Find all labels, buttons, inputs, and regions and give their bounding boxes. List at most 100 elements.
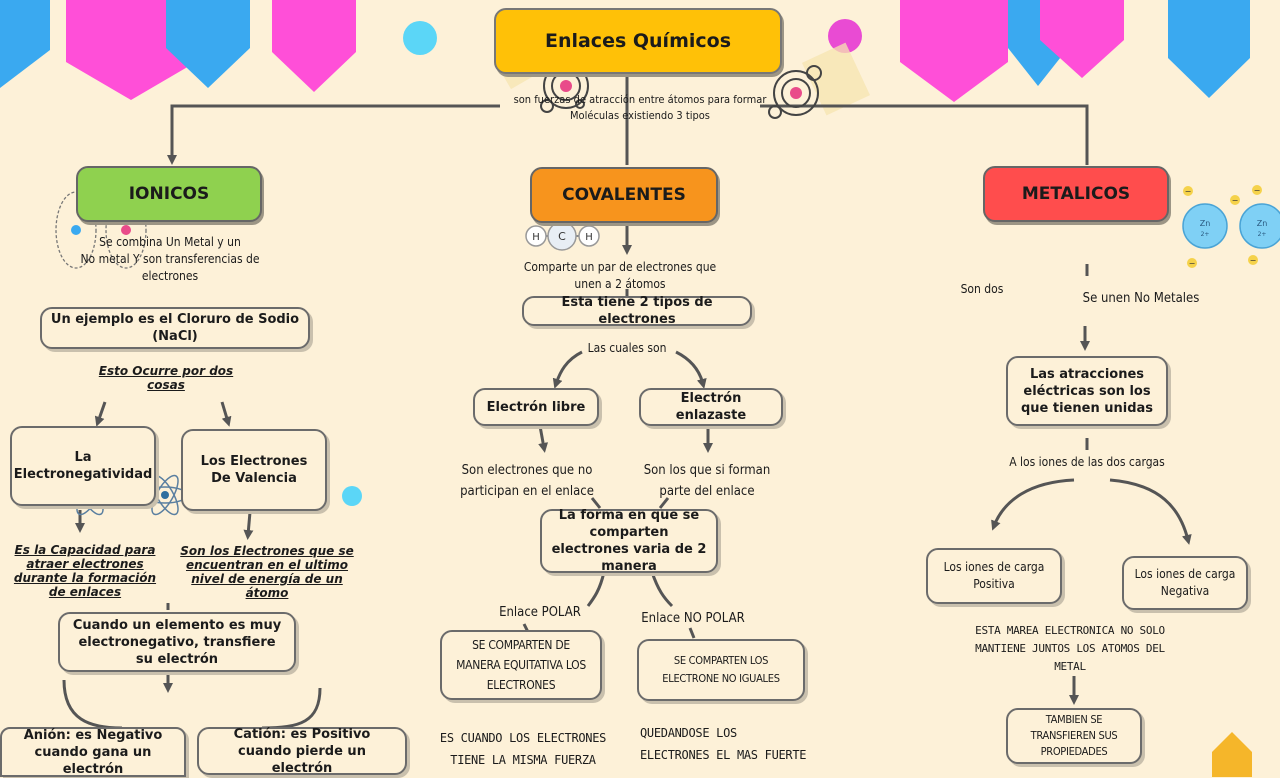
nopolar-box-text: SE COMPARTEN LOS ELECTRONE NO IGUALES xyxy=(662,654,780,685)
ion-a-charge: 2+ xyxy=(1201,231,1210,238)
covalentes-header: COVALENTES xyxy=(530,167,718,223)
arrow-valencia-def xyxy=(243,511,254,540)
negativa-text: Los iones de carga Negativa xyxy=(1134,567,1236,598)
atom-icon-title-right xyxy=(768,65,822,119)
arrow-ion-occurs-right xyxy=(220,401,232,427)
ionicos-example-text: Un ejemplo es el Cloruro de Sodio (NaCl) xyxy=(50,312,300,344)
banner-blue-1 xyxy=(0,0,50,88)
ionicos-header-label: IONICOS xyxy=(128,184,210,204)
tambien-text: TAMBIEN SE TRANSFIEREN SUS PROPIEDADES xyxy=(1030,713,1118,758)
connector-top-left xyxy=(167,104,500,165)
ionicos-occurs: Esto Ocurre por dos cosas xyxy=(98,364,234,392)
banner-pink-3 xyxy=(900,0,1008,102)
no-metales: Se unen No Metales xyxy=(1082,291,1200,306)
ionicos-desc: Se combina Un Metal y un No metal Y son … xyxy=(72,234,268,285)
arrow-cuales-right xyxy=(675,350,707,389)
connectors xyxy=(62,76,1192,730)
nopolar-label: Enlace NO POLAR xyxy=(641,611,745,626)
forma-text: La forma en que se comparten electrones … xyxy=(551,508,707,574)
arrow-iones-right xyxy=(1109,478,1192,545)
polar-def-line-1: ES CUANDO LOS ELECTRONES xyxy=(439,731,607,745)
electronegatividad-text: La Electronegatividad xyxy=(13,450,153,482)
ion-a-label: Zn xyxy=(1200,219,1211,228)
arrow-forma-right-up xyxy=(658,497,670,509)
libre-def: Son electrones que no participan en el e… xyxy=(452,460,602,502)
intro-text: son fuerzas de atracción entre átomos pa… xyxy=(500,92,780,124)
dot-blue-1 xyxy=(403,21,437,55)
negativa-box: Los iones de carga Negativa xyxy=(1122,556,1248,610)
electron-enlazaste-box: Electrón enlazaste xyxy=(639,388,783,426)
banner-blue-4 xyxy=(1168,0,1250,98)
corner-arrow-shape xyxy=(1212,732,1252,777)
enlazaste-def-line-2: parte del enlace xyxy=(659,484,755,499)
arrow-forma-left-down xyxy=(586,571,606,607)
electron-libre-box: Electrón libre xyxy=(473,388,599,426)
transfer-text: Cuando un elemento es muy electronegativ… xyxy=(72,617,282,667)
metalicos-header: METALICOS xyxy=(983,166,1169,222)
covalentes-types-text: Esta tiene 2 tipos de electrones xyxy=(561,295,713,327)
son-dos: Son dos xyxy=(960,282,1004,296)
metalicos-header-label: METALICOS xyxy=(1021,184,1131,204)
electron-symbol-1: − xyxy=(1185,187,1192,196)
anion-box: Anión: es Negativo cuando gana un electr… xyxy=(0,727,186,777)
ion-b-charge: 2+ xyxy=(1258,231,1267,238)
molecule-h-left: H xyxy=(532,232,540,243)
nopolar-def: QUEDANDOSE LOS ELECTRONES EL MAS FUERTE xyxy=(640,722,816,766)
covalentes-desc: Comparte un par de electrones que unen a… xyxy=(520,259,720,293)
electron-enlazaste-text: Electrón enlazaste xyxy=(675,391,747,423)
connector-top-right xyxy=(760,104,1089,165)
anion-text: Anión: es Negativo cuando gana un electr… xyxy=(23,727,163,777)
valencia-text: Los Electrones De Valencia xyxy=(200,454,308,486)
dot-pink-1 xyxy=(828,19,862,53)
polar-box-text: SE COMPARTEN DE MANERA EQUITATIVA LOS EL… xyxy=(456,638,586,692)
covalentes-cuales: Las cuales son xyxy=(587,341,667,355)
metal-ions-icon: Zn 2+ Zn 2+ − − − − − xyxy=(1182,185,1280,268)
title-text: Enlaces Químicos xyxy=(544,30,732,52)
polar-label: Enlace POLAR xyxy=(499,605,581,620)
electron-symbol-3: − xyxy=(1254,186,1261,195)
libre-def-line-1: Son electrones que no xyxy=(461,463,593,478)
transfer-box: Cuando un elemento es muy electronegativ… xyxy=(58,612,296,672)
curve-anion xyxy=(62,679,123,730)
ionicos-header: IONICOS xyxy=(76,166,262,222)
marea-text: ESTA MAREA ELECTRONICA NO SOLO MANTIENE … xyxy=(975,624,1165,673)
polar-def: ES CUANDO LOS ELECTRONES TIENE LA MISMA … xyxy=(430,727,616,771)
electron-symbol-2: − xyxy=(1232,196,1239,205)
tambien-box: TAMBIEN SE TRANSFIEREN SUS PROPIEDADES xyxy=(1006,708,1142,764)
electronegatividad-def: Es la Capacidad para atraer electrones d… xyxy=(13,543,157,599)
ionicos-desc-line-1: Se combina Un Metal y un xyxy=(99,235,241,249)
atom-icon-ionicos xyxy=(55,191,147,269)
nopolar-box: SE COMPARTEN LOS ELECTRONE NO IGUALES xyxy=(637,639,805,701)
positiva-box: Los iones de carga Positiva xyxy=(926,548,1062,604)
electron-symbol-4: − xyxy=(1189,259,1196,268)
arrow-libre-def xyxy=(538,425,549,453)
arrow-forma-right-down xyxy=(650,571,674,608)
ion-b-label: Zn xyxy=(1257,219,1268,228)
electron-libre-text: Electrón libre xyxy=(486,399,586,415)
intro-line-1: son fuerzas de atracción entre átomos pa… xyxy=(513,93,767,106)
arrow-cuales-left xyxy=(552,350,583,389)
intro-line-2: Moléculas existiendo 3 tipos xyxy=(570,109,710,122)
forma-box: La forma en que se comparten electrones … xyxy=(540,508,718,574)
arrow-forma-left-up xyxy=(590,497,602,509)
nopolar-def-line-2: ELECTRONES EL MAS FUERTE xyxy=(640,748,807,762)
electron-symbol-5: − xyxy=(1250,256,1257,265)
molecule-h-right: H xyxy=(585,232,593,243)
banner-pink-1 xyxy=(66,0,196,100)
polar-box: SE COMPARTEN DE MANERA EQUITATIVA LOS EL… xyxy=(440,630,602,700)
iones-text: A los iones de las dos cargas xyxy=(1009,455,1165,469)
ionicos-desc-line-3: electrones xyxy=(141,269,199,283)
molecule-c-center: C xyxy=(558,230,566,243)
atracciones-text: Las atracciones eléctricas son los que t… xyxy=(1020,366,1154,416)
valencia-def: Son los Electrones que se encuentran en … xyxy=(180,544,354,600)
electronegatividad-box: La Electronegatividad xyxy=(10,426,156,506)
banner-blue-2 xyxy=(166,0,250,88)
arrow-iones-left xyxy=(991,478,1075,531)
atracciones-box: Las atracciones eléctricas son los que t… xyxy=(1006,356,1168,426)
line-nopolar xyxy=(688,627,696,639)
libre-def-line-2: participan en el enlace xyxy=(460,484,594,499)
ionicos-example-box: Un ejemplo es el Cloruro de Sodio (NaCl) xyxy=(40,307,310,349)
polar-def-line-2: TIENE LA MISMA FUERZA xyxy=(450,753,596,767)
arrow-ion-occurs-left xyxy=(94,401,107,427)
